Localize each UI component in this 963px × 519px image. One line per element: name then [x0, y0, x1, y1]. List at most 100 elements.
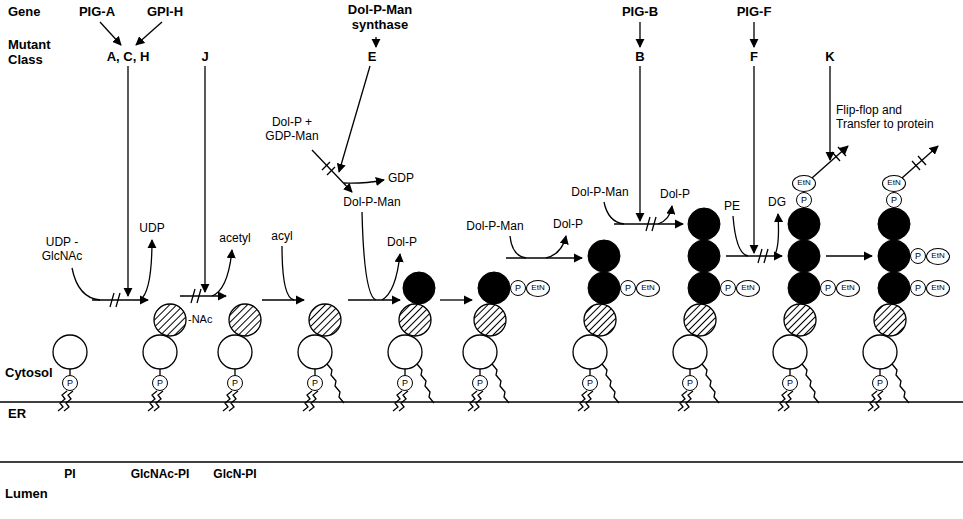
gene-arrow	[639, 22, 640, 47]
metabolite-label: Dol-P	[553, 218, 583, 232]
group-text: P	[515, 284, 521, 293]
group-text: EtN	[741, 284, 754, 292]
phosphate-group: P	[720, 280, 736, 296]
phosphate-group: P	[620, 280, 636, 296]
gene-arrow	[100, 22, 121, 45]
gene-name: PIG-A	[79, 5, 115, 20]
group-text: EtN	[931, 252, 944, 260]
mannose-ring	[688, 208, 720, 240]
phosphate-group: P	[886, 192, 902, 208]
region-label: Lumen	[5, 487, 48, 502]
inositol-ring	[218, 335, 252, 369]
metabolite-label: Dol-P-Man	[466, 220, 523, 234]
inositol-ring	[53, 335, 87, 369]
substrate-curve	[362, 212, 376, 300]
group-text: P	[725, 284, 731, 293]
metabolite-label: acetyl	[219, 232, 250, 246]
metabolite-label: Dol-P	[660, 188, 690, 202]
ring-link	[70, 369, 880, 375]
metabolite-label: UDP	[139, 222, 164, 236]
inositol-ring	[143, 335, 177, 369]
gene-name: Dol-P-Man synthase	[335, 3, 425, 33]
membrane-line	[0, 461, 963, 462]
enzyme-arrow	[753, 66, 754, 253]
mannose-ring	[478, 272, 510, 304]
row-heading: Mutant Class	[8, 38, 58, 68]
enzyme-arrow	[829, 66, 830, 160]
group-text: EtN	[887, 179, 900, 187]
reaction-arrow	[312, 150, 352, 192]
glucosamine-ring	[154, 304, 186, 336]
metabolite-label: Dol-P-Man	[571, 186, 628, 200]
gene-name: GPI-H	[147, 5, 183, 20]
group-text: P	[625, 284, 631, 293]
glucosamine-ring	[784, 304, 816, 336]
row-heading: Gene	[8, 5, 41, 20]
product-curve	[140, 240, 152, 300]
phosphate-group: P	[820, 280, 836, 296]
inositol-ring	[463, 335, 497, 369]
ethanolamine-group: EtN	[926, 248, 950, 265]
substrate-curve	[733, 216, 748, 256]
structure-label: PI	[64, 468, 75, 482]
metabolite-label: PE	[724, 200, 740, 214]
product-curve	[658, 206, 672, 224]
group-text: P	[402, 379, 408, 388]
group-text: P	[312, 379, 318, 388]
phosphate-group: P	[152, 375, 168, 391]
product-curve	[774, 214, 779, 256]
ethanolamine-group: EtN	[526, 280, 550, 297]
group-text: P	[67, 379, 73, 388]
metabolite-label: UDP -GlcNAc	[36, 236, 88, 264]
phosphate-group: P	[307, 375, 323, 391]
ethanolamine-group: EtN	[792, 175, 816, 192]
ethanolamine-group: EtN	[926, 280, 950, 297]
mutant-class: E	[368, 50, 377, 65]
mutant-class: F	[750, 50, 758, 65]
mannose-ring	[588, 272, 620, 304]
enzyme-arrow	[127, 66, 128, 296]
product-curve	[344, 180, 384, 183]
mannose-ring	[588, 240, 620, 272]
mannose-ring	[878, 208, 910, 240]
metabolite-label: GDP	[388, 172, 414, 186]
mutant-class: B	[635, 50, 644, 65]
reaction-arrow	[262, 299, 304, 300]
substrate-curve	[282, 246, 294, 300]
process-note: Flip-flop and Transfer to protein	[836, 104, 946, 132]
group-text: P	[787, 379, 793, 388]
glucosamine-ring	[474, 304, 506, 336]
group-text: EtN	[641, 284, 654, 292]
phosphate-group: P	[472, 375, 488, 391]
inositol-ring	[388, 335, 422, 369]
mannose-ring	[688, 272, 720, 304]
glucosamine-ring	[874, 304, 906, 336]
group-text: EtN	[931, 284, 944, 292]
group-text: P	[157, 379, 163, 388]
mutant-class: J	[201, 50, 208, 65]
mannose-ring	[878, 272, 910, 304]
metabolite-label: Dol-P-Man	[343, 196, 400, 210]
inositol-ring	[298, 335, 332, 369]
block-mark	[646, 217, 656, 231]
glucosamine-ring	[399, 304, 431, 336]
inositol-ring	[773, 335, 807, 369]
acyl-chain	[327, 364, 909, 403]
structure-label: GlcN-PI	[213, 468, 256, 482]
region-label: Cytosol	[5, 366, 53, 381]
gene-arrow	[753, 22, 754, 47]
phosphate-group: P	[510, 280, 526, 296]
glucosamine-ring	[229, 304, 261, 336]
block-mark	[832, 147, 846, 161]
phosphate-group: P	[796, 192, 812, 208]
product-curve	[382, 254, 400, 300]
reaction-arrow	[506, 257, 582, 258]
mannose-ring	[403, 272, 435, 304]
gene-name: PIG-B	[622, 5, 658, 20]
group-text: P	[915, 284, 921, 293]
region-label: ER	[8, 407, 26, 422]
enzyme-arrow	[639, 66, 640, 221]
